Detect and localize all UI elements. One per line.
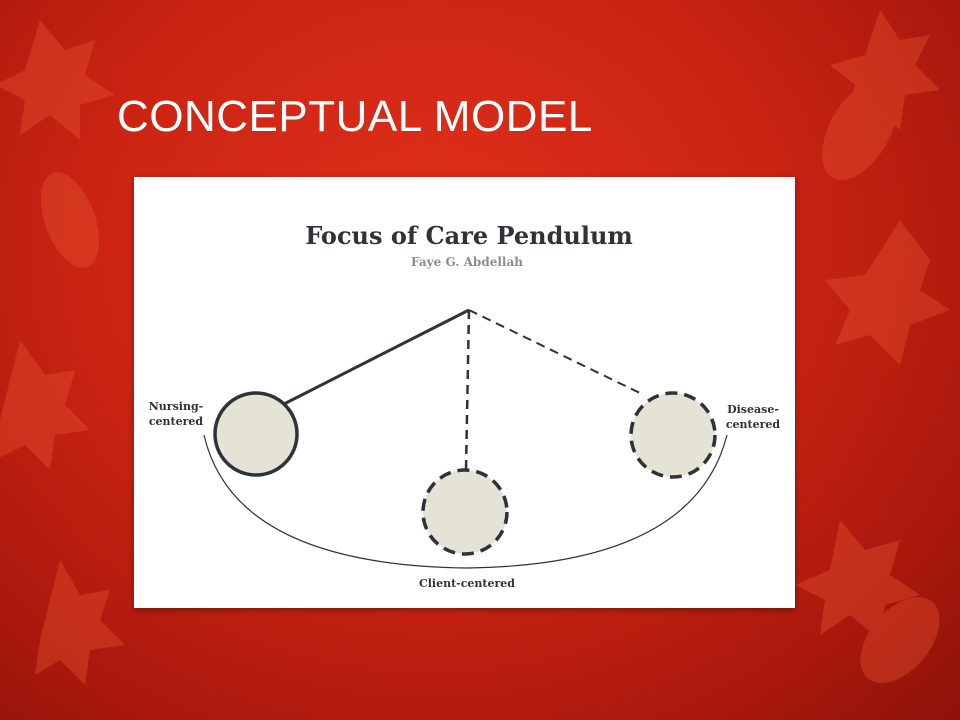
nursing-bob bbox=[213, 391, 299, 477]
disease-string bbox=[468, 309, 645, 396]
disease-label-line1: Disease- bbox=[727, 403, 779, 416]
swing-arc bbox=[203, 434, 728, 569]
pendulum-diagram: Focus of Care Pendulum Faye G. Abdellah … bbox=[149, 221, 781, 590]
pendulum-diagram-card: Focus of Care Pendulum Faye G. Abdellah … bbox=[134, 177, 795, 608]
diagram-subtitle: Faye G. Abdellah bbox=[411, 255, 523, 269]
nursing-string bbox=[283, 308, 470, 406]
client-label: Client-centered bbox=[419, 577, 515, 590]
nursing-label-line2: centered bbox=[149, 415, 204, 428]
disease-label-line2: centered bbox=[726, 418, 781, 431]
slide-title: CONCEPTUAL MODEL bbox=[117, 92, 593, 141]
client-bob bbox=[421, 468, 509, 556]
nursing-label-line1: Nursing- bbox=[149, 400, 203, 413]
disease-bob bbox=[629, 391, 717, 479]
diagram-title: Focus of Care Pendulum bbox=[305, 221, 633, 250]
client-string bbox=[464, 309, 471, 470]
